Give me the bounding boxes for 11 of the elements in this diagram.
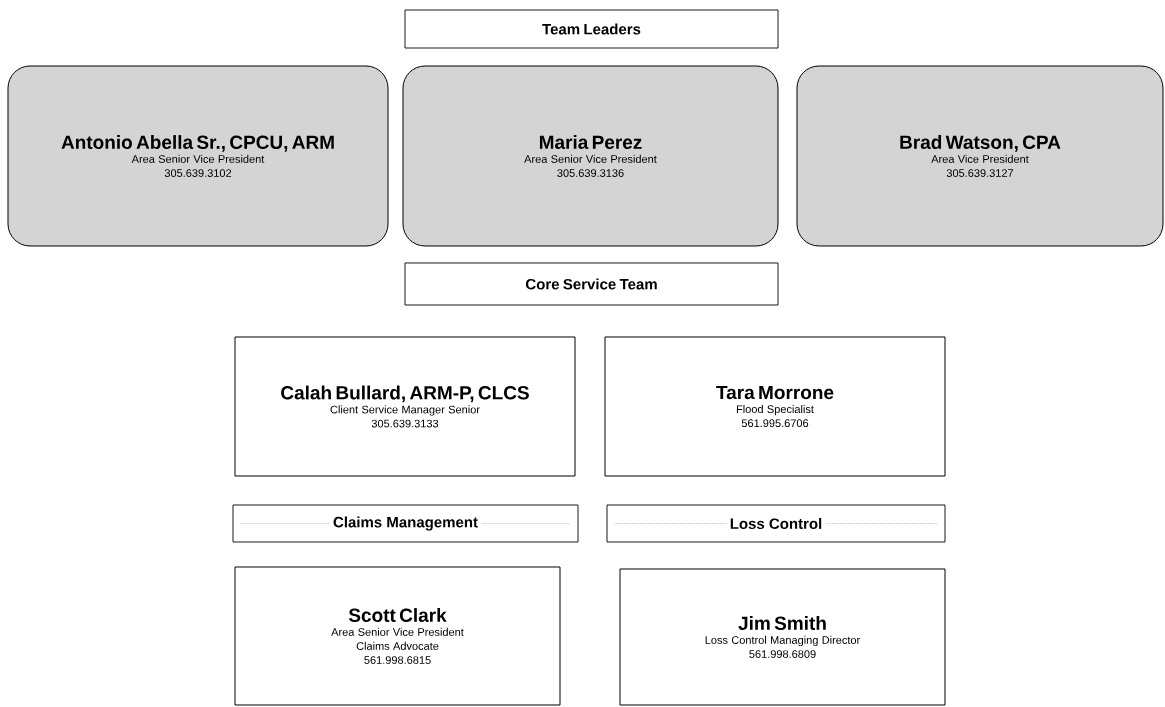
section-header: Loss Control: [606, 504, 946, 543]
person-card: Calah Bullard, ARM-P, CLCS Client Service Manager Senior 305.639.3133: [234, 336, 576, 477]
section-header: Team Leaders: [404, 9, 779, 49]
person-card: Antonio Abella Sr., CPCU, ARM Area Senior Vice President 305.639.3102: [7, 65, 389, 247]
person-card: Scott Clark Area Senior Vice President Claims Advocate 561.998.6815: [234, 566, 561, 706]
person-card: Jim Smith Loss Control Managing Director 561.998.6809: [619, 568, 946, 706]
person-card: Brad Watson, CPA Area Vice President 305.639.3127: [796, 65, 1164, 247]
section-header: Claims Management: [232, 504, 579, 543]
section-header: Core Service Team: [404, 262, 779, 306]
person-card: Tara Morrone Flood Specialist 561.995.6706: [604, 336, 946, 477]
person-card: Maria Perez Area Senior Vice President 305.639.3136: [402, 65, 779, 247]
